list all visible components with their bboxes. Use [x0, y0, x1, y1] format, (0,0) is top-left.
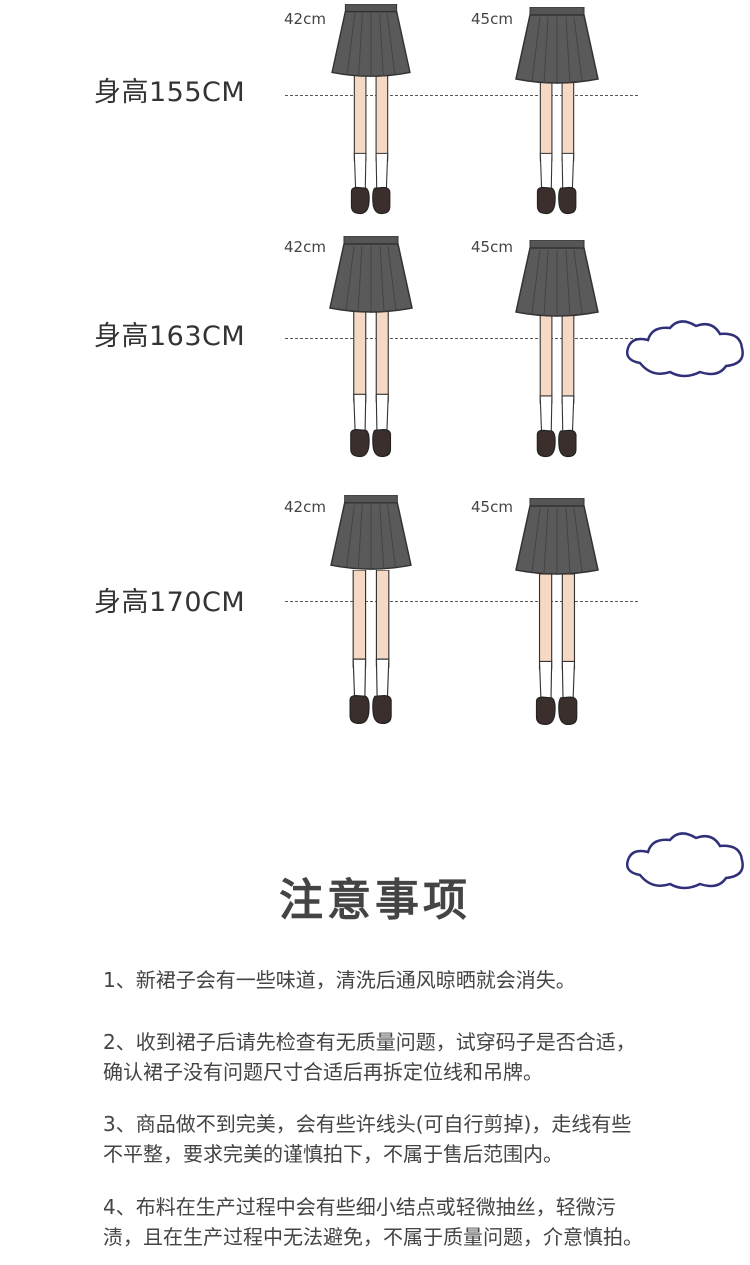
notice-item-1: 1、新裙子会有一些味道，清洗后通风晾晒就会消失。 — [103, 968, 576, 992]
cloud-icon — [622, 318, 747, 378]
length-label-42: 42cm — [284, 10, 326, 28]
figure-45cm — [512, 70, 602, 215]
notice-item-4: 4、布料在生产过程中会有些细小结点或轻微抽丝，轻微污渍，且在生产过程中无法避免，… — [103, 1195, 643, 1249]
notice-title: 注意事项 — [279, 875, 471, 926]
length-label-45: 45cm — [471, 238, 513, 256]
skirt-42cm — [326, 236, 416, 316]
figure-45cm — [512, 312, 602, 458]
length-label-42: 42cm — [284, 238, 326, 256]
skirt-42cm — [326, 495, 416, 573]
skirt-45cm — [512, 236, 602, 324]
height-line — [285, 338, 638, 339]
length-label-45: 45cm — [471, 10, 513, 28]
length-label-42: 42cm — [284, 498, 326, 516]
figure-42cm — [326, 570, 416, 725]
height-line — [285, 601, 638, 602]
skirt-45cm — [512, 495, 602, 581]
height-label: 身高163CM — [94, 321, 246, 352]
height-label: 身高170CM — [94, 587, 246, 618]
notice-item-3: 3、商品做不到完美，会有些许线头(可自行剪掉)，走线有些不平整，要求完美的谨慎拍… — [103, 1112, 632, 1166]
notice-item-2: 2、收到裙子后请先检查有无质量问题，试穿码子是否合适，确认裙子没有问题尺寸合适后… — [103, 1030, 636, 1084]
skirt-42cm — [326, 4, 416, 80]
length-label-45: 45cm — [471, 498, 513, 516]
height-line — [285, 95, 638, 96]
figure-42cm — [326, 70, 416, 215]
skirt-45cm — [512, 4, 602, 90]
figure-45cm — [512, 574, 602, 726]
height-label: 身高155CM — [94, 77, 246, 108]
figure-42cm — [326, 308, 416, 458]
